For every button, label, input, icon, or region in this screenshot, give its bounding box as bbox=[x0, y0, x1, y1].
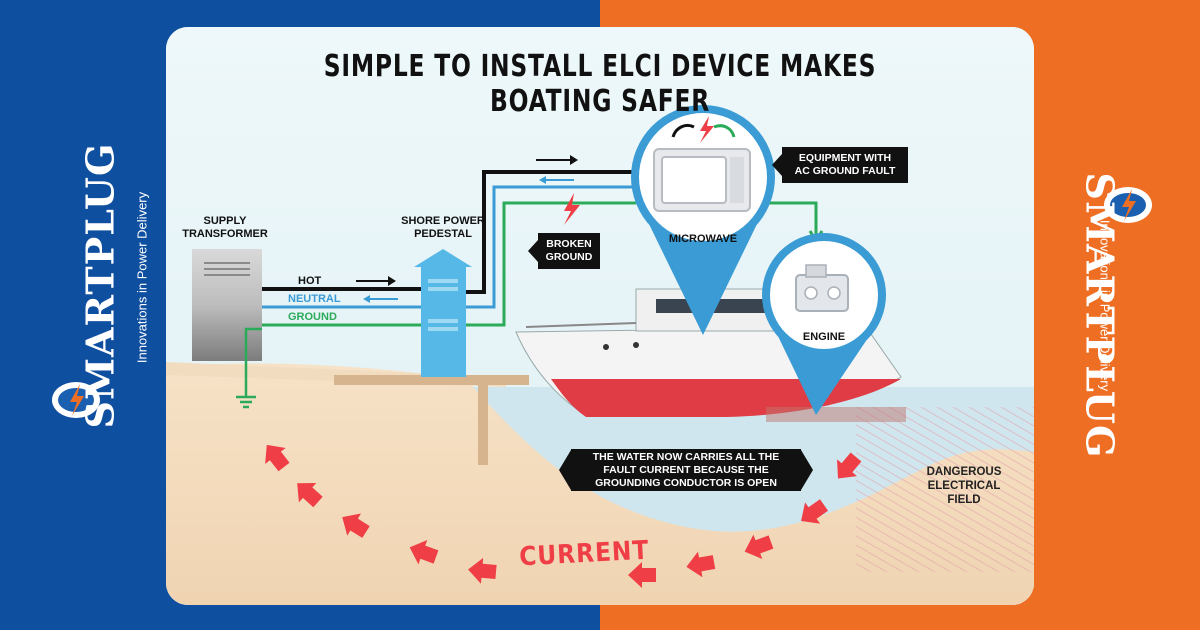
fault-lightning-icon bbox=[700, 116, 714, 143]
dock-deck bbox=[334, 375, 529, 385]
diagram-card: SIMPLE TO INSTALL ELCI DEVICE MAKES BOAT… bbox=[166, 27, 1034, 605]
neutral-wire-to-boat bbox=[466, 185, 636, 309]
label-engine: ENGINE bbox=[802, 331, 846, 343]
smartplug-logo-right: SMARTPLUG Innovations in Power Delivery bbox=[1030, 150, 1170, 470]
brand-tagline: Innovations in Power Delivery bbox=[1097, 219, 1113, 392]
brand-tagline: Innovations in Power Delivery bbox=[134, 191, 150, 364]
callout-equipment-fault: EQUIPMENT WITH AC GROUND FAULT bbox=[772, 147, 908, 183]
label-dangerous-field: DANGEROUS ELECTRICAL FIELD bbox=[926, 466, 1002, 506]
electrical-field-hatch bbox=[856, 407, 1034, 572]
ground-symbol-icon bbox=[236, 327, 262, 409]
smartplug-badge-icon bbox=[52, 382, 100, 418]
shore-power-pedestal bbox=[414, 249, 472, 377]
engine-pin bbox=[762, 233, 886, 415]
label-ground: GROUND bbox=[288, 311, 337, 323]
callout-water-carries-current: THE WATER NOW CARRIES ALL THE FAULT CURR… bbox=[559, 449, 813, 491]
label-neutral: NEUTRAL bbox=[288, 293, 341, 305]
page-title: SIMPLE TO INSTALL ELCI DEVICE MAKES BOAT… bbox=[323, 49, 877, 119]
seabed bbox=[166, 363, 1034, 605]
dock-post bbox=[478, 385, 488, 465]
supply-transformer bbox=[192, 249, 262, 361]
transformer-vents bbox=[204, 262, 250, 276]
label-shore-power-pedestal: SHORE POWER PEDESTAL bbox=[401, 215, 485, 240]
brand-name: SMARTPLUG bbox=[77, 142, 123, 429]
hull-reflection bbox=[766, 407, 906, 422]
label-microwave: MICROWAVE bbox=[668, 233, 738, 245]
ground-wire-to-engine bbox=[766, 201, 818, 237]
hot-direction-arrow-icon bbox=[356, 155, 578, 286]
broken-ground-lightning-icon bbox=[564, 193, 580, 225]
smartplug-logo-left: SMARTPLUG Innovations in Power Delivery bbox=[30, 142, 170, 470]
smartplug-badge-icon bbox=[1104, 187, 1152, 223]
label-hot: HOT bbox=[298, 275, 322, 287]
callout-broken-ground: BROKEN GROUND bbox=[528, 233, 600, 269]
neutral-direction-arrow-icon bbox=[363, 176, 574, 303]
microwave-pin bbox=[631, 105, 775, 335]
hot-wire-to-boat bbox=[466, 170, 636, 294]
diagram-illustration bbox=[166, 27, 1034, 605]
label-supply-transformer: SUPPLY TRANSFORMER bbox=[182, 215, 268, 240]
